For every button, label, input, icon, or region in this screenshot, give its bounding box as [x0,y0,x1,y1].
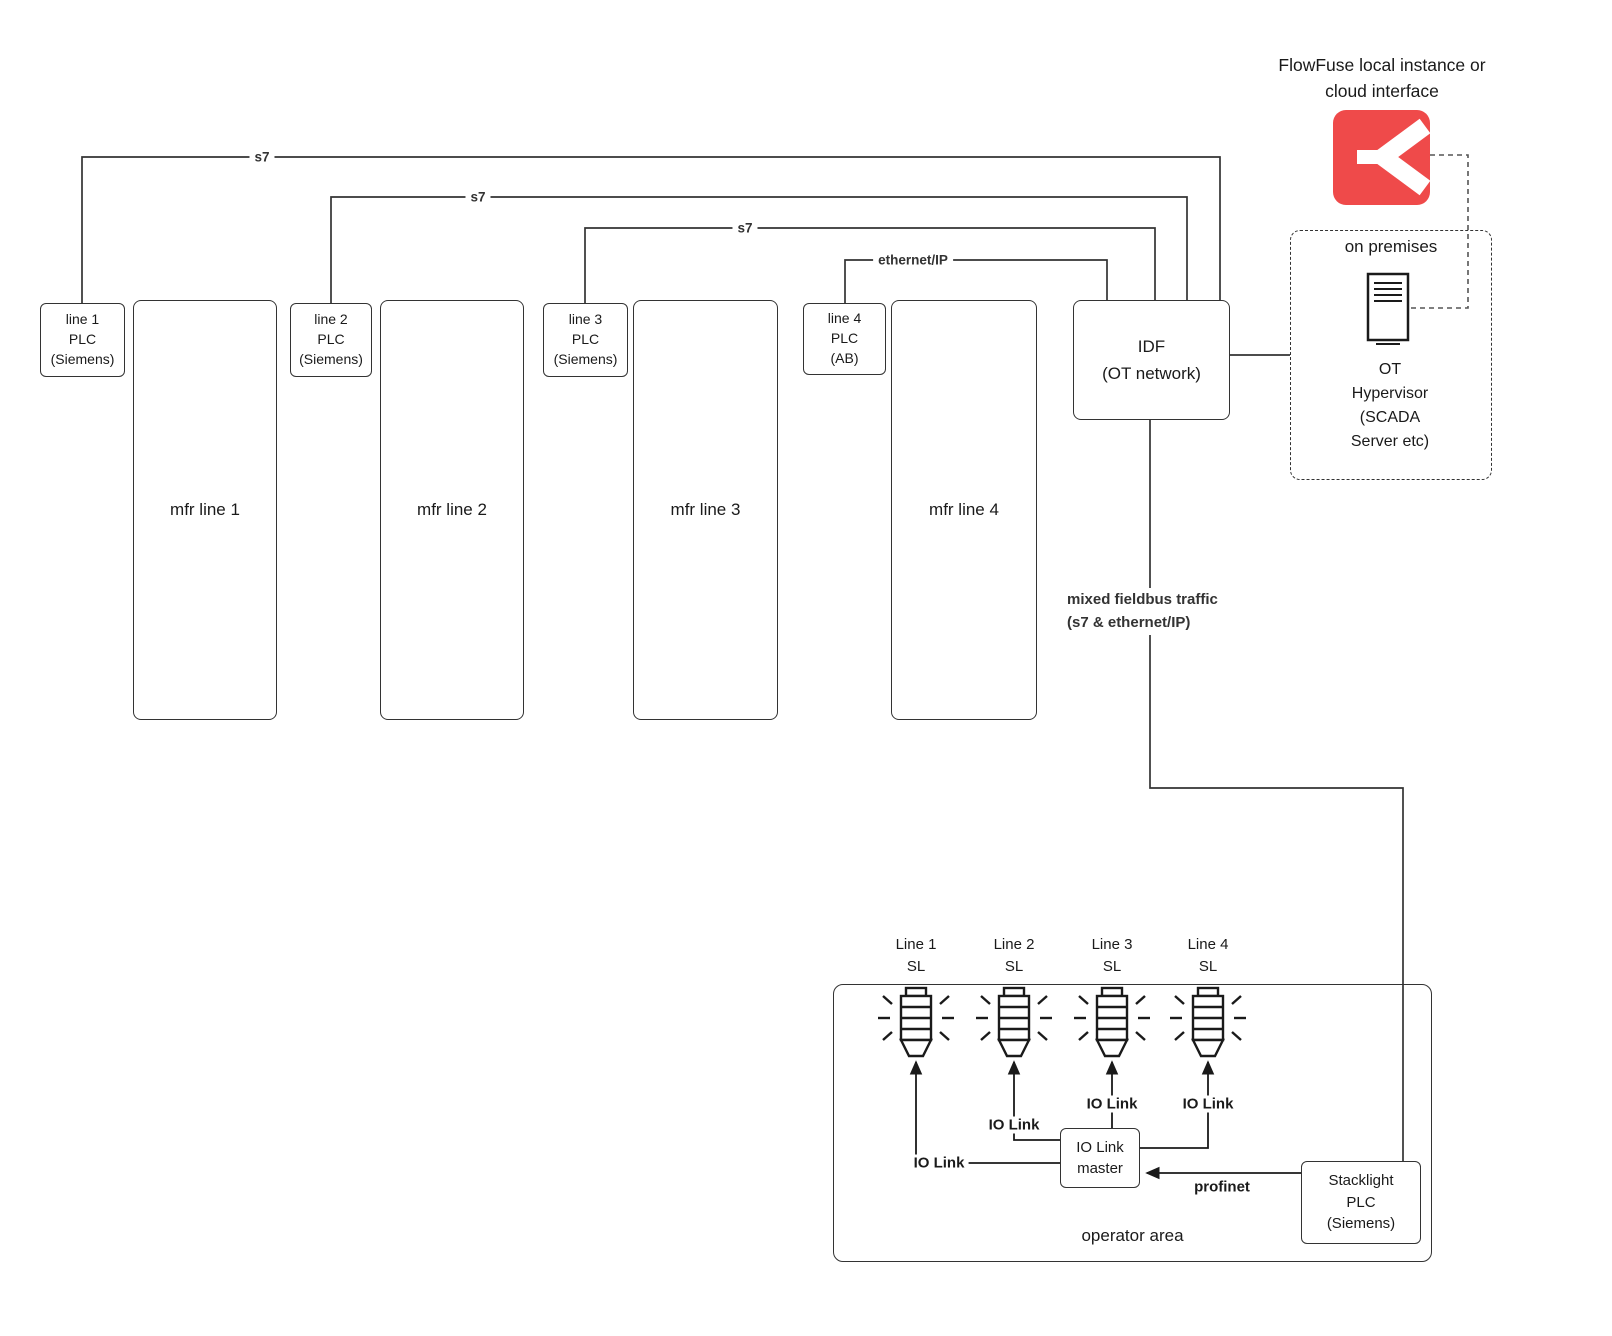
stacklight-3-label: Line 3 SL [1091,936,1133,975]
io-link-label-1: IO Link [909,1154,969,1172]
plc-line-2-label: line 2 PLC (Siemens) [299,311,363,367]
stacklight-2-icon [976,986,1052,1058]
stacklight-1-label: Line 1 SL [895,936,937,975]
mfr-line-1-box: mfr line 1 [133,300,277,720]
plc-line-3-label: line 3 PLC (Siemens) [553,311,618,367]
mfr-line-2-box: mfr line 2 [380,300,524,720]
io-link-label-4: IO Link [1178,1095,1238,1113]
flowfuse-caption: FlowFuse local instance or cloud interfa… [1278,55,1486,102]
mixed-fieldbus-label: mixed fieldbus traffic (s7 & ethernet/IP… [1065,588,1249,635]
plc-line-1-box: line 1 PLC (Siemens) [40,303,125,377]
plc-line-4-box: line 4 PLC (AB) [803,303,886,375]
stacklight-4-label: Line 4 SL [1187,936,1229,975]
plc-line-2-box: line 2 PLC (Siemens) [290,303,372,377]
stacklight-2-label: Line 2 SL [993,936,1035,975]
bus-label-ethernetip-line4: ethernet/IP [873,252,953,268]
stacklight-3-icon [1074,986,1150,1058]
io-link-label-2: IO Link [984,1116,1044,1134]
io-link-master-label: IO Link master [1076,1139,1124,1177]
on-premises-box [1290,230,1492,480]
io-link-arrow-sl2 [1007,1060,1060,1141]
stacklight-1-icon [878,986,954,1058]
io-link-master-box: IO Link master [1060,1128,1140,1188]
profinet-label: profinet [1194,1178,1250,1196]
ethernetip-connector-line-4 [844,259,1108,303]
operator-area-box [833,984,1432,1262]
plc-line-4-label: line 4 PLC (AB) [827,310,862,366]
ot-hypervisor-label: OT Hypervisor (SCADA Server etc) [1350,361,1430,450]
on-premises-title: on premises [1344,237,1438,256]
mfr-line-3-box: mfr line 3 [633,300,778,720]
flowfuse-logo-icon [1333,110,1430,205]
s7-connector-line-1 [81,156,1221,303]
mfr-line-1-label: mfr line 1 [170,500,240,519]
mfr-line-4-label: mfr line 4 [929,500,999,519]
server-icon [1366,272,1410,345]
bus-label-s7-line3: s7 [732,220,758,236]
mfr-line-3-label: mfr line 3 [670,500,741,519]
s7-connector-line-2 [330,196,1188,303]
bus-label-s7-line1: s7 [249,149,275,165]
plc-line-1-label: line 1 PLC (Siemens) [50,311,115,367]
io-link-label-3: IO Link [1082,1095,1142,1113]
idf-box: IDF (OT network) [1073,300,1230,420]
flowfuse-onpremises-dashed-connector [1408,154,1469,309]
stacklight-4-icon [1170,986,1246,1058]
stacklight-plc-box: Stacklight PLC (Siemens) [1301,1161,1421,1244]
bus-label-s7-line2: s7 [465,189,491,205]
mfr-line-2-label: mfr line 2 [417,500,487,519]
operator-area-title: operator area [1081,1226,1184,1245]
idf-label: IDF (OT network) [1102,336,1201,383]
mfr-line-4-box: mfr line 4 [891,300,1037,720]
stacklight-plc-label: Stacklight PLC (Siemens) [1326,1171,1396,1233]
io-link-arrow-sl4 [1140,1060,1215,1149]
s7-connector-line-3 [584,227,1156,303]
plc-line-3-box: line 3 PLC (Siemens) [543,303,628,377]
